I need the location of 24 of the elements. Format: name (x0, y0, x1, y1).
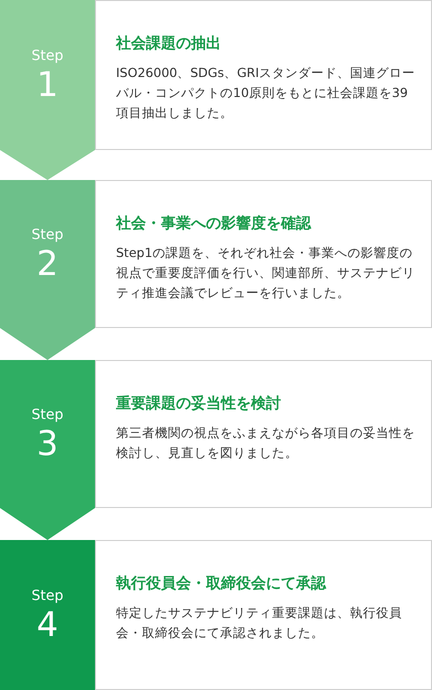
arrow (0, 508, 95, 540)
step-card (95, 180, 432, 328)
step-number: 2 (36, 244, 60, 284)
step-card (95, 360, 432, 508)
step-title: 社会課題の抽出 (116, 33, 222, 53)
step-number: 4 (36, 605, 60, 645)
step-label: Step (30, 406, 64, 424)
step-card (95, 540, 432, 690)
step-label: Step (30, 47, 64, 65)
step-description: Step1の課題を、それぞれ社会・事業への影響度の視点で重要度評価を行い、関連部所、サステナビリティ推進会議でレビューを行いました。 (116, 244, 416, 302)
step-number: 3 (36, 424, 60, 464)
step-label: Step (30, 587, 64, 605)
step-number: 1 (36, 65, 60, 105)
step-description: ISO26000、SDGs、GRIスタンダード、国連グローバル・コンパクトの10原則をもとに社会課題を39項目抽出しました。 (116, 64, 416, 122)
step-description: 第三者機関の視点をふまえながら各項目の妥当性を検討し、見直しを図りました。 (116, 424, 416, 462)
step-description: 特定したサステナビリティ重要課題は、執行役員会・取締役会にて承認されました。 (116, 604, 403, 642)
step-title: 執行役員会・取締役会にて承認 (116, 573, 328, 593)
step-card (95, 0, 432, 150)
step-title: 重要課題の妥当性を検討 (116, 393, 282, 413)
arrow (0, 328, 95, 360)
step-title: 社会・事業への影響度を確認 (116, 213, 312, 233)
arrow (0, 150, 95, 180)
step-label: Step (30, 226, 64, 244)
step-panel (0, 540, 95, 690)
